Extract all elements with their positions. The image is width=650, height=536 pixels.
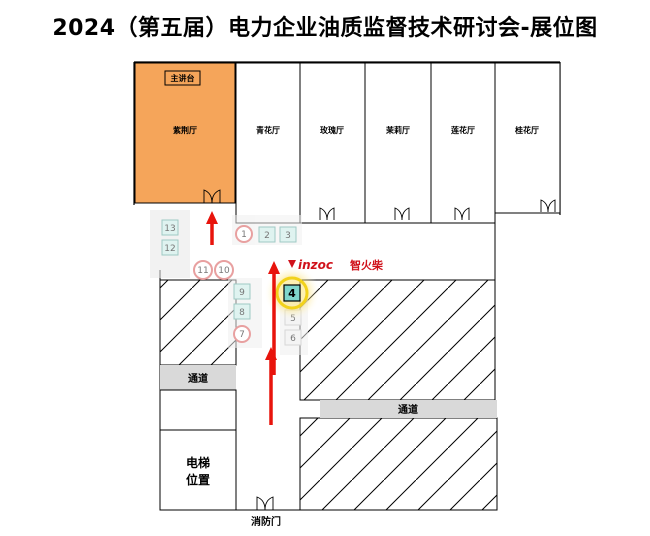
hall-6-label: 桂花厅	[514, 125, 539, 135]
booth-2[interactable]: 2	[258, 226, 276, 243]
booth-9[interactable]: 9	[233, 283, 251, 300]
booth-3[interactable]: 3	[279, 226, 297, 243]
elevator-room	[159, 389, 237, 511]
corridor-2-strip	[320, 400, 497, 418]
booth-11[interactable]: 11	[193, 260, 213, 280]
booths: 13 12 11 10 1 2 3 9 8 7 5 6	[161, 219, 302, 346]
hatched-block-right-top	[299, 279, 496, 401]
direction-arrows	[206, 211, 280, 425]
hall-2-label: 青花厅	[256, 125, 280, 135]
corridor-2-label: 通道	[398, 403, 418, 416]
brand-mark-icon	[288, 260, 296, 268]
brand-name-cn: 智火柴	[350, 258, 384, 272]
svg-text:3: 3	[285, 231, 291, 241]
hatched-block-right-bottom	[299, 417, 498, 511]
hall-3-label: 玫瑰厅	[320, 125, 344, 135]
booth-8[interactable]: 8	[233, 303, 251, 320]
svg-text:13: 13	[164, 224, 175, 234]
booth-6[interactable]: 6	[284, 329, 302, 346]
booth-12[interactable]: 12	[161, 239, 179, 256]
hall-6-room[interactable]	[494, 62, 561, 214]
hatched-block-left	[159, 279, 237, 366]
stage-label: 主讲台	[171, 73, 195, 83]
corridor-1-label: 通道	[188, 372, 208, 385]
corridor-1-strip	[160, 365, 236, 390]
main-hall-room[interactable]	[134, 62, 236, 204]
svg-text:6: 6	[290, 334, 296, 344]
arrow-up-icon	[265, 347, 277, 425]
svg-text:11: 11	[197, 266, 208, 276]
booth-10[interactable]: 10	[214, 260, 234, 280]
booth-4-label: 4	[288, 287, 296, 300]
brand-logo: inzoc 智火柴	[288, 258, 384, 272]
page-title: 2024（第五届）电力企业油质监督技术研讨会-展位图	[52, 16, 598, 41]
hall-4-room[interactable]	[364, 62, 432, 224]
svg-text:8: 8	[239, 308, 245, 318]
main-hall-label: 紫荆厅	[173, 125, 197, 135]
svg-text:1: 1	[241, 230, 247, 240]
hall-4-label: 茉莉厅	[385, 125, 410, 135]
booth-4-highlight[interactable]: 4	[283, 284, 301, 302]
arrow-up-icon	[206, 211, 218, 245]
svg-text:2: 2	[264, 231, 270, 241]
hall-2-room[interactable]	[235, 62, 301, 224]
fire-door-label: 消防门	[251, 515, 281, 528]
stage-box	[164, 70, 201, 86]
svg-text:7: 7	[239, 330, 245, 340]
brand-name: inzoc	[298, 258, 333, 272]
elevator-label-2: 位置	[186, 472, 210, 487]
booth-1[interactable]: 1	[235, 225, 253, 243]
booth-7[interactable]: 7	[233, 325, 251, 343]
door-icons	[203, 189, 556, 511]
svg-text:9: 9	[239, 288, 245, 298]
svg-text:12: 12	[164, 244, 175, 254]
hall-3-room[interactable]	[299, 62, 366, 224]
hall-5-label: 莲花厅	[451, 125, 475, 135]
elevator-label-1: 电梯	[186, 455, 210, 470]
highlight-ring	[275, 276, 309, 310]
hall-5-room[interactable]	[430, 62, 496, 224]
booth-13[interactable]: 13	[161, 219, 179, 236]
svg-text:10: 10	[218, 266, 230, 276]
